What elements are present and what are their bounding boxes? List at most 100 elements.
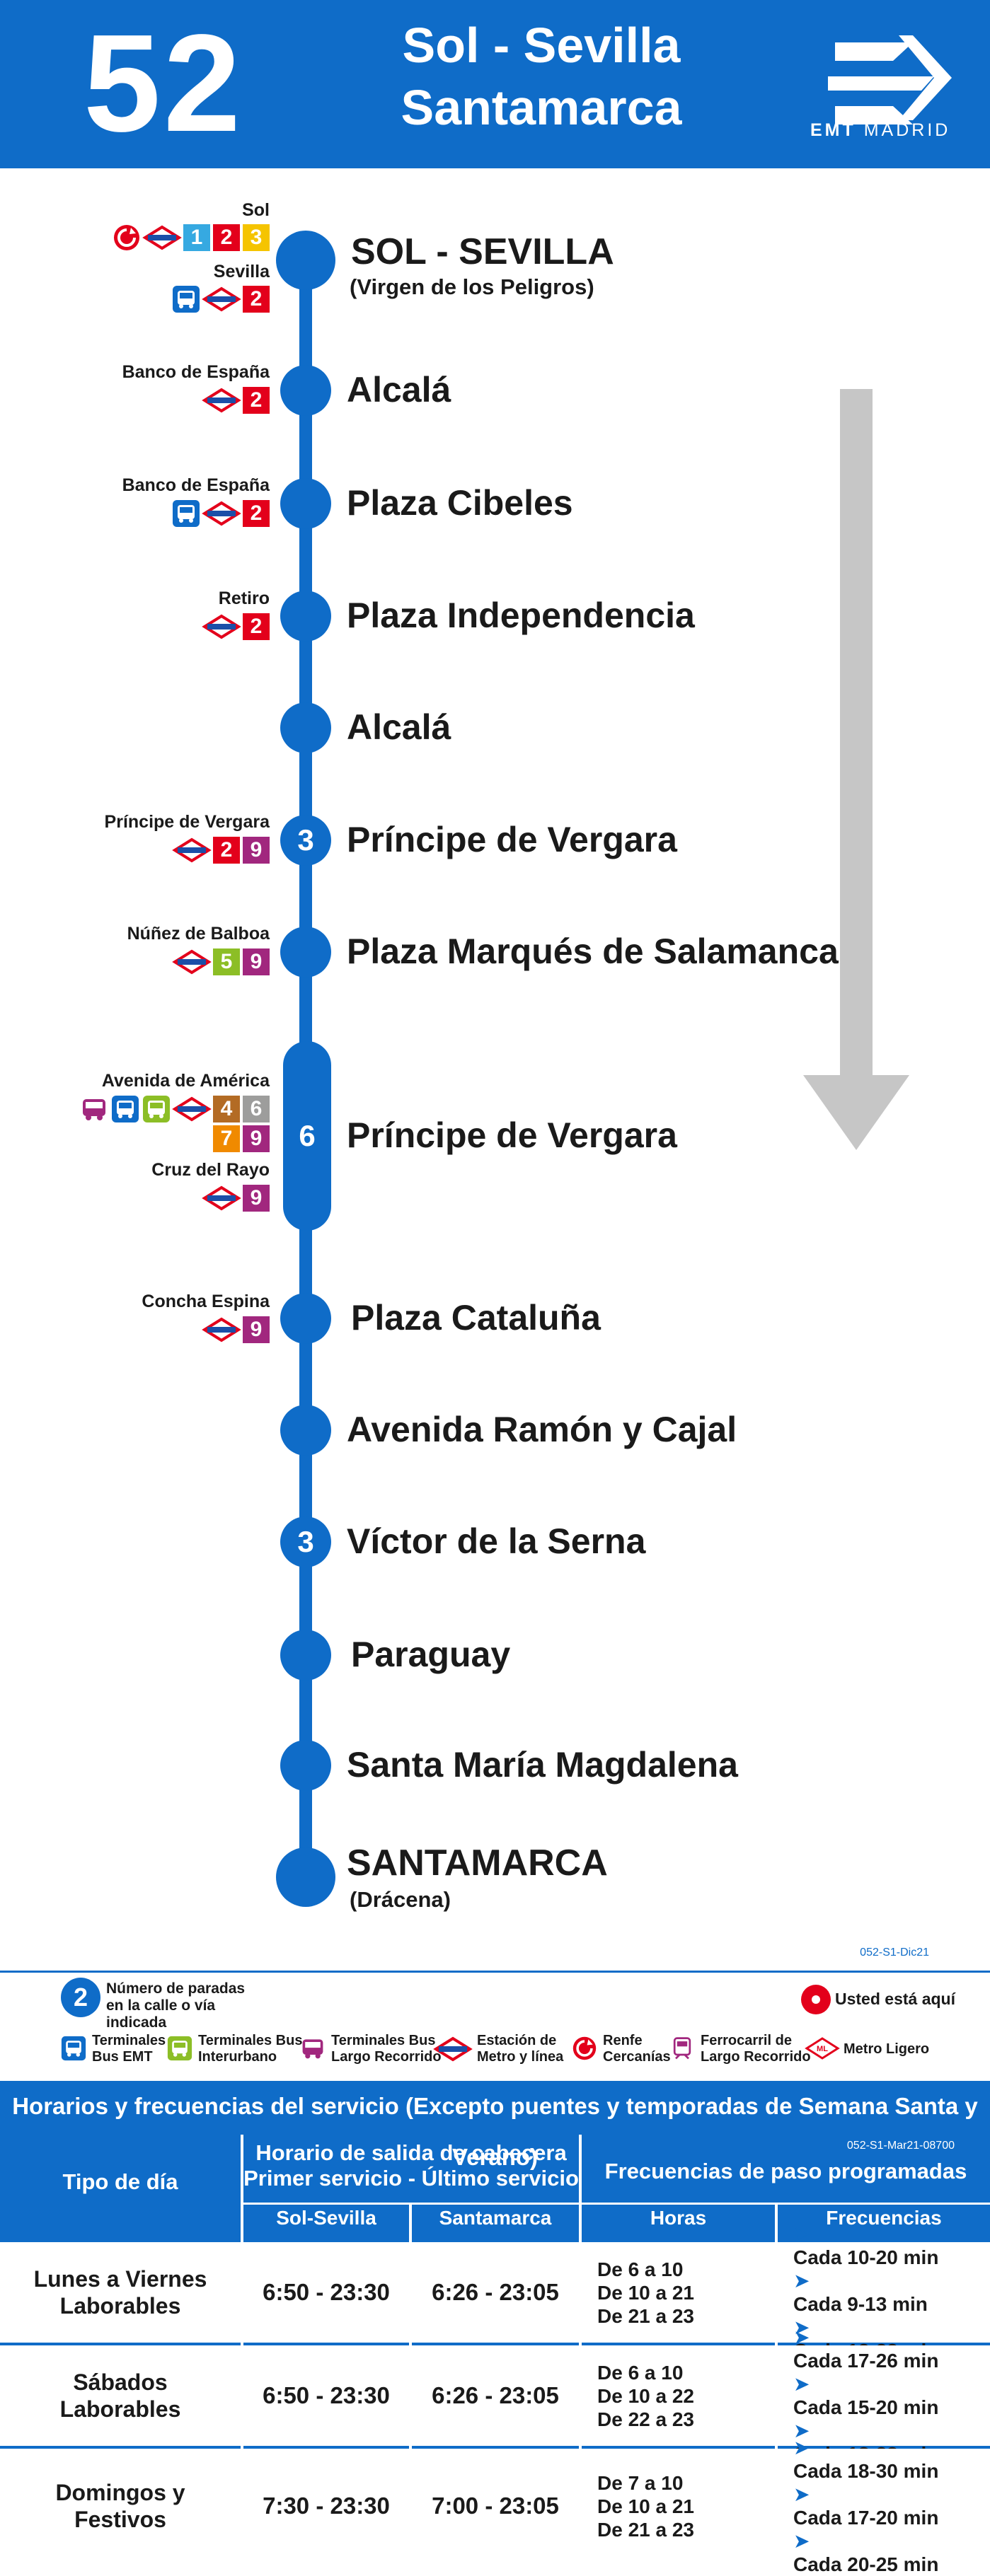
arrow-icon: ➤ xyxy=(793,2483,810,2505)
stop-count-badge: 3 xyxy=(280,1516,331,1567)
stop-name: Alcalá xyxy=(347,370,451,410)
renfe-cercanias-icon xyxy=(572,2036,597,2060)
metro-line-badge: 4 xyxy=(213,1096,240,1122)
stop-name: Plaza Cataluña xyxy=(351,1298,601,1338)
stop-marker xyxy=(276,1847,335,1907)
sub-hours: Horas xyxy=(650,2207,707,2229)
sub-frequencies: Frecuencias xyxy=(826,2207,942,2229)
metro-line-badge: 7 xyxy=(213,1125,240,1152)
metro-line-badge: 9 xyxy=(243,1185,270,1212)
sub-origin: Sol-Sevilla xyxy=(276,2207,376,2229)
conn-label-banco-de-espana: Banco de España xyxy=(122,362,270,382)
stop-subtitle: (Drácena) xyxy=(350,1887,451,1912)
row-destination-times: 6:26 - 23:05 xyxy=(412,2242,579,2343)
stop-name: Santa María Magdalena xyxy=(347,1745,738,1785)
metro-line-badge: 9 xyxy=(243,837,270,864)
row-destination-times: 6:26 - 23:05 xyxy=(412,2345,579,2446)
stop-name: SOL - SEVILLA xyxy=(351,231,614,272)
bus-interurbano-terminal-icon xyxy=(167,2036,192,2061)
svg-text:ML: ML xyxy=(817,2045,828,2053)
stop-name: Plaza Independencia xyxy=(347,596,695,635)
metro-station-icon xyxy=(202,1185,241,1211)
metro-station-icon xyxy=(433,2036,473,2062)
row-origin-times: 6:50 - 23:30 xyxy=(243,2242,409,2343)
stop-name: Víctor de la Serna xyxy=(347,1521,646,1561)
schedule-code: 052-S1-Mar21-08700 xyxy=(846,2140,955,2152)
metro-line-badge: 2 xyxy=(213,224,240,251)
metro-ligero-icon: ML xyxy=(805,2037,840,2060)
conn-sol: 1 2 3 xyxy=(113,224,270,252)
metro-line-grid: 4 6 7 9 xyxy=(213,1096,270,1152)
route-code: 052-S1-Dic21 xyxy=(860,1946,929,1959)
row-destination-times: 7:00 - 23:05 xyxy=(412,2449,579,2563)
bus-interurbano-terminal-icon xyxy=(143,1096,170,1122)
stop-count-badge: 3 xyxy=(280,815,331,866)
metro-line-badge: 2 xyxy=(243,500,270,527)
row-origin-times: 7:30 - 23:30 xyxy=(243,2449,409,2563)
stops-count-legend: Número de paradas en la calle o vía indi… xyxy=(106,1980,246,2031)
stops-count-badge-example: 2 xyxy=(61,1978,100,2017)
stop-marker xyxy=(280,1405,331,1456)
metro-line-badge: 6 xyxy=(243,1096,270,1122)
route-name-origin: Sol - Sevilla xyxy=(402,18,681,73)
route-name-destination: Santamarca xyxy=(401,80,682,135)
stop-marker xyxy=(280,1293,331,1344)
conn-label-nunez-de-balboa: Núñez de Balboa xyxy=(127,924,270,944)
stop-name: Plaza Marqués de Salamanca xyxy=(347,932,839,971)
metro-line-badge: 3 xyxy=(243,224,270,251)
you-are-here-label: Usted está aquí xyxy=(835,1990,955,2008)
row-frequencies: ➤Cada 17-26 min ➤Cada 15-20 min ➤Cada 18… xyxy=(778,2326,990,2465)
bus-largo-recorrido-icon xyxy=(302,2039,323,2059)
bus-emt-terminal-icon xyxy=(173,286,200,313)
sub-destination: Santamarca xyxy=(439,2207,552,2229)
col-divider xyxy=(409,2204,412,2563)
stop-name: Príncipe de Vergara xyxy=(347,1115,677,1155)
conn-cruz-del-rayo: 9 xyxy=(202,1184,270,1212)
schedule-title: Horarios y frecuencias del servicio (Exc… xyxy=(12,2093,978,2170)
bus-emt-terminal-icon xyxy=(61,2036,86,2061)
arrow-icon: ➤ xyxy=(793,2270,810,2292)
metro-line-badge: 2 xyxy=(213,837,240,864)
stop-marker xyxy=(280,1630,331,1681)
row-frequencies: ➤Cada 10-20 min ➤Cada 9-13 min ➤Cada 12-… xyxy=(778,2223,990,2362)
conn-label-banco-de-espana: Banco de España xyxy=(122,475,270,495)
metro-station-icon xyxy=(202,388,241,413)
arrow-icon: ➤ xyxy=(793,2223,810,2245)
stop-marker xyxy=(280,927,331,977)
conn-label-sol: Sol xyxy=(242,200,270,220)
you-are-here-icon xyxy=(801,1985,831,2014)
route-header: 52 Sol - Sevilla Santamarca EMT MADRID xyxy=(0,0,990,168)
metro-line-badge: 9 xyxy=(243,1316,270,1343)
metro-line-badge: 9 xyxy=(243,1125,270,1152)
conn-nunez-de-balboa: 5 9 xyxy=(172,948,270,976)
stop-name: Paraguay xyxy=(351,1635,511,1674)
conn-concha-espina: 9 xyxy=(202,1316,270,1344)
stop-marker xyxy=(280,365,331,416)
col-departure: Horario de salida de cabecera Primer ser… xyxy=(243,2140,579,2191)
row-frequencies: ➤Cada 18-30 min ➤Cada 17-20 min ➤Cada 20… xyxy=(778,2437,990,2575)
metro-station-icon xyxy=(142,225,182,250)
route-number: 52 xyxy=(84,6,244,161)
stop-count-badge: 6 xyxy=(283,1041,331,1231)
col-divider xyxy=(775,2204,778,2563)
conn-sevilla: 2 xyxy=(172,285,270,313)
col-day-type: Tipo de día xyxy=(62,2169,178,2194)
stop-name: SANTAMARCA xyxy=(347,1843,608,1884)
stop-marker xyxy=(276,231,335,290)
conn-label-cruz-del-rayo: Cruz del Rayo xyxy=(151,1160,270,1180)
stop-name: Alcalá xyxy=(347,707,451,747)
conn-label-avenida-de-america: Avenida de América xyxy=(101,1071,270,1091)
metro-line-badge: 1 xyxy=(183,224,210,251)
metro-station-icon xyxy=(202,614,241,639)
conn-label-retiro: Retiro xyxy=(218,588,270,608)
stop-name: Plaza Cibeles xyxy=(347,483,573,523)
metro-station-icon xyxy=(172,837,212,863)
conn-retiro: 2 xyxy=(202,613,270,641)
stop-marker xyxy=(280,478,331,529)
col-divider xyxy=(579,2135,582,2563)
metro-station-icon xyxy=(172,1096,212,1122)
conn-label-principe-de-vergara: Príncipe de Vergara xyxy=(104,812,270,832)
metro-station-icon xyxy=(202,286,241,312)
